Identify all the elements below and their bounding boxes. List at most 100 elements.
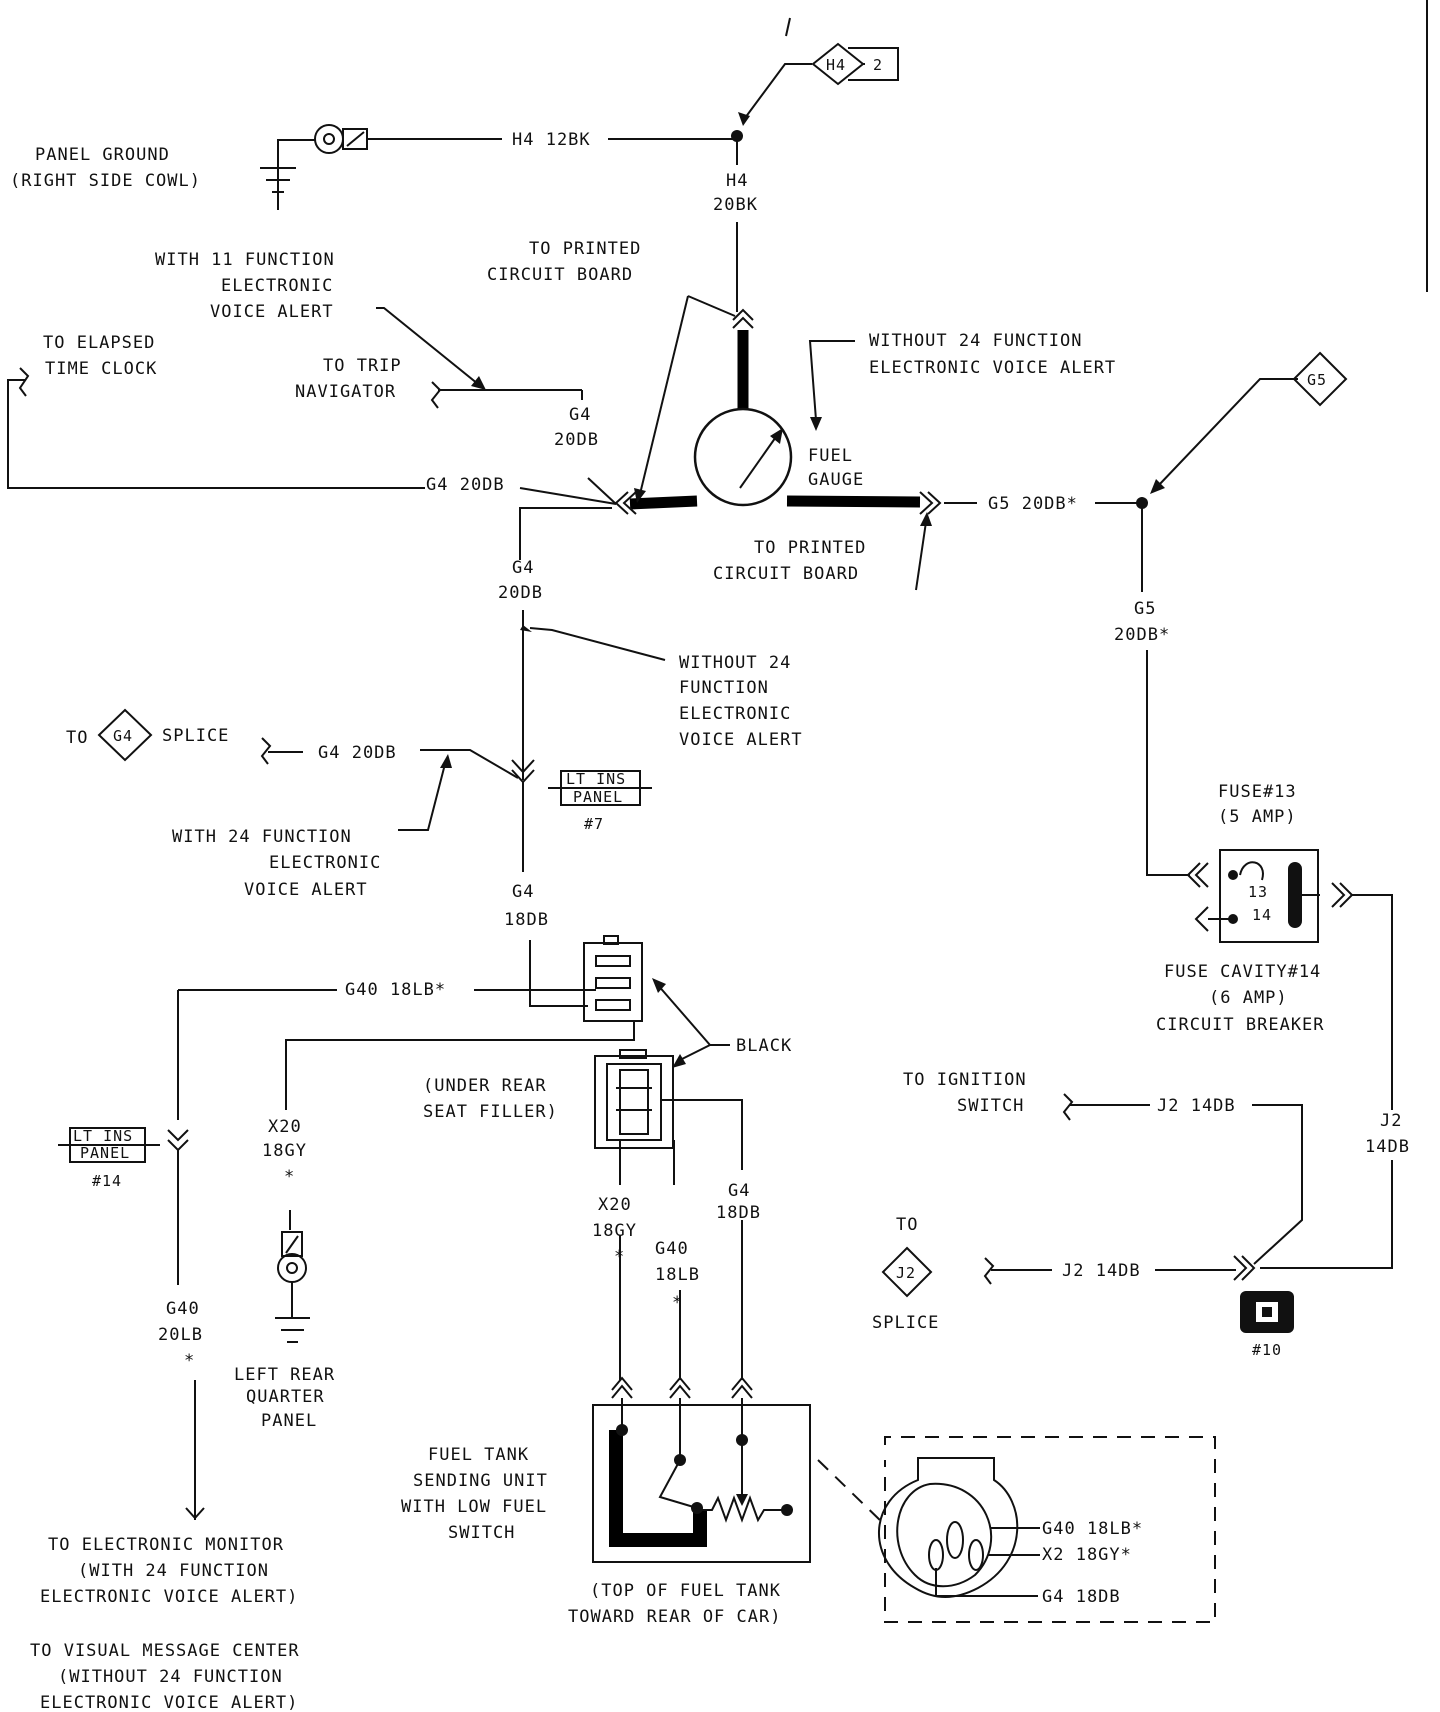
conn-g4-label: G4 18DB xyxy=(1042,1587,1121,1607)
to-pcb-top-label: TO PRINTED xyxy=(529,239,641,259)
j2-connector-label: J2 xyxy=(896,1264,916,1282)
without-24-mid-label-3: ELECTRONIC xyxy=(679,704,791,724)
g4-splice-wire: G4 20DB xyxy=(318,743,397,763)
g4-18db-wire: G4 xyxy=(512,882,534,902)
monitor-label-3: ELECTRONIC VOICE ALERT) xyxy=(40,1587,298,1607)
monitor-label: TO ELECTRONIC MONITOR xyxy=(48,1535,284,1555)
elapsed-label-2: TIME CLOCK xyxy=(45,359,157,379)
with-11-label-2: ELECTRONIC xyxy=(221,276,333,296)
g5-vert-gauge: 20DB* xyxy=(1114,625,1170,645)
g40-20lb-asterisk: * xyxy=(184,1351,195,1371)
to-g4-splice-label: TO xyxy=(66,728,88,748)
g4-a-gauge: 20DB xyxy=(554,430,599,450)
lt-ins-panel-7-number: #7 xyxy=(584,815,604,833)
g5-connector-label: G5 xyxy=(1307,371,1327,389)
trip-label: TO TRIP xyxy=(323,356,402,376)
j2-vert-gauge: 14DB xyxy=(1365,1137,1410,1157)
with-11-label: WITH 11 FUNCTION xyxy=(155,250,335,270)
top-tank-label-2: TOWARD REAR OF CAR) xyxy=(568,1607,781,1627)
with-24-label-2: ELECTRONIC xyxy=(269,853,381,873)
fuel-gauge-label-2: GAUGE xyxy=(808,470,864,490)
h4-vert-gauge: 20BK xyxy=(713,195,758,215)
h4-vert-wire: H4 xyxy=(726,171,748,191)
g40-c-wire: G40 xyxy=(655,1239,689,1259)
with-11-label-3: VOICE ALERT xyxy=(210,302,334,322)
lt-ins-panel-14-number: #14 xyxy=(92,1172,122,1190)
under-rear-label-2: SEAT FILLER) xyxy=(423,1102,558,1122)
g4-splice-connector-icon xyxy=(97,708,153,762)
monitor-label-2: (WITH 24 FUNCTION xyxy=(78,1561,269,1581)
to-j2-label: TO xyxy=(896,1215,918,1235)
panel-ground-group xyxy=(260,17,899,312)
fuel-gauge-label: FUEL xyxy=(808,446,853,466)
x20-a-gauge: 18GY xyxy=(262,1141,307,1161)
g5-right-branch xyxy=(881,351,1393,1333)
fuse-13-rating: (5 AMP) xyxy=(1218,807,1297,827)
lt-ins-panel-14-label-2: PANEL xyxy=(80,1144,130,1162)
lt-ins-panel-7-label-2: PANEL xyxy=(573,788,623,806)
fuel-sending-unit-icon xyxy=(592,1404,811,1563)
fuel-sending-unit xyxy=(592,1376,886,1563)
g4-b-gauge: 20DB xyxy=(498,583,543,603)
fuse-13-terminal: 13 xyxy=(1248,883,1268,901)
lt-ins-panel-14-label: LT INS xyxy=(73,1127,133,1145)
h4-connector-number: 2 xyxy=(873,56,883,74)
left-rear-label-3: PANEL xyxy=(261,1411,317,1431)
sending-label-2: SENDING UNIT xyxy=(413,1471,548,1491)
g5-line-label: G5 20DB* xyxy=(988,494,1078,514)
black-label: BLACK xyxy=(736,1036,792,1056)
ground-10-label: #10 xyxy=(1252,1341,1282,1359)
j2-b-wire: J2 14DB xyxy=(1062,1261,1141,1281)
h4-12bk-label: H4 12BK xyxy=(512,130,591,150)
g40-c-asterisk: * xyxy=(672,1293,683,1313)
fuse-cavity-label: FUSE CAVITY#14 xyxy=(1164,962,1321,982)
g4-a-wire: G4 xyxy=(569,405,591,425)
x20-b-wire: X20 xyxy=(598,1195,632,1215)
fuse-14-terminal: 14 xyxy=(1252,906,1272,924)
under-rear-label: (UNDER REAR xyxy=(423,1076,547,1096)
x20-b-asterisk: * xyxy=(614,1247,625,1267)
x20-a-asterisk: * xyxy=(284,1167,295,1187)
fuse-cavity-type: CIRCUIT BREAKER xyxy=(1156,1015,1325,1035)
g40-18lb-line: G40 18LB* xyxy=(345,980,446,1000)
vmc-label-3: ELECTRONIC VOICE ALERT) xyxy=(40,1693,298,1712)
g40-20lb-gauge: 20LB xyxy=(158,1325,203,1345)
g4-splice-connector-label: G4 xyxy=(113,727,133,745)
g5-vert-wire: G5 xyxy=(1134,599,1156,619)
left-rear-ground-icon xyxy=(277,1253,307,1283)
j2-vert-wire: J2 xyxy=(1380,1111,1402,1131)
without-24-mid-label-4: VOICE ALERT xyxy=(679,730,803,750)
j2-a-wire: J2 14DB xyxy=(1157,1096,1236,1116)
elapsed-label: TO ELAPSED xyxy=(43,333,155,353)
g40-20lb-wire: G40 xyxy=(166,1299,200,1319)
x20-b-gauge: 18GY xyxy=(592,1221,637,1241)
g4-c-gauge: 18DB xyxy=(716,1203,761,1223)
without-24-mid-label: WITHOUT 24 xyxy=(679,653,791,673)
sending-label-3: WITH LOW FUEL xyxy=(401,1497,547,1517)
h4-connector-icon xyxy=(811,42,865,86)
trip-label-2: NAVIGATOR xyxy=(295,382,396,402)
g4-line-label: G4 20DB xyxy=(426,475,505,495)
g40-x20-left xyxy=(58,990,310,1520)
g4-left-branch xyxy=(7,307,666,872)
g4-18db-gauge: 18DB xyxy=(504,910,549,930)
conn-g40-label: G40 18LB* xyxy=(1042,1519,1143,1539)
j2-splice-label: SPLICE xyxy=(872,1313,939,1333)
vmc-label: TO VISUAL MESSAGE CENTER xyxy=(30,1641,300,1661)
without-24-mid-label-2: FUNCTION xyxy=(679,678,769,698)
sending-label-4: SWITCH xyxy=(448,1523,515,1543)
panel-ground-label: PANEL GROUND xyxy=(35,145,170,165)
vmc-label-2: (WITHOUT 24 FUNCTION xyxy=(58,1667,283,1687)
top-tank-label: (TOP OF FUEL TANK xyxy=(590,1581,781,1601)
left-rear-label: LEFT REAR xyxy=(234,1365,335,1385)
g40-c-gauge: 18LB xyxy=(655,1265,700,1285)
connector-detail xyxy=(878,1436,1216,1623)
without-24-top-label: WITHOUT 24 FUNCTION xyxy=(869,331,1082,351)
h4-connector-label: H4 xyxy=(826,56,846,74)
without-24-top-label-2: ELECTRONIC VOICE ALERT xyxy=(869,358,1116,378)
fuel-gauge-group xyxy=(614,295,942,591)
fuse-13-label: FUSE#13 xyxy=(1218,782,1297,802)
conn-x2-label: X2 18GY* xyxy=(1042,1545,1132,1565)
